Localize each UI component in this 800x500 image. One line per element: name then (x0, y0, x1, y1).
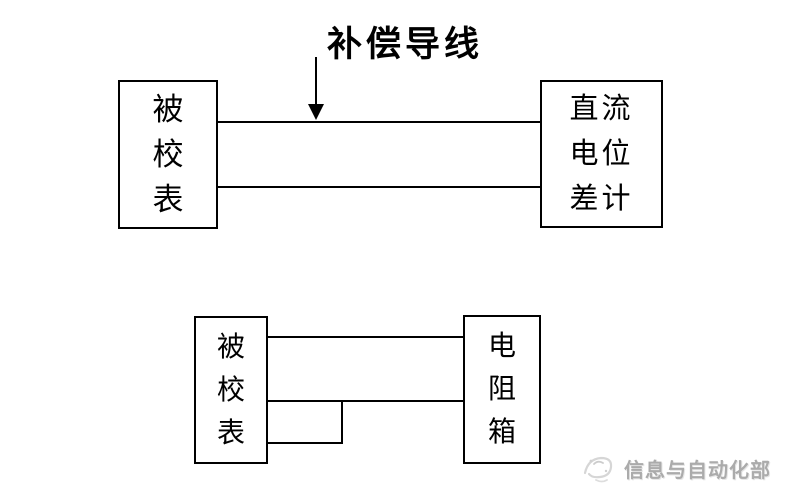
box-label-line: 校 (216, 374, 245, 406)
compensation-wire-label: 补偿导线 (327, 25, 484, 64)
wire-bottom-step-horizontal (266, 442, 343, 444)
box-label-line: 表 (152, 182, 184, 217)
wire-top-lower (216, 186, 542, 188)
resistance-box: 电 阻 箱 (463, 315, 541, 464)
box-label-line: 箱 (487, 417, 516, 448)
box-label-line: 表 (216, 417, 245, 449)
down-arrow-icon (308, 104, 324, 120)
box-label-line: 被 (152, 92, 184, 127)
box-label-line: 电位 (569, 137, 634, 170)
box-label-line: 被 (216, 331, 245, 363)
wire-top-upper (216, 121, 542, 123)
meter-under-test-box-bottom: 被 校 表 (194, 316, 268, 464)
box-label-line: 阻 (487, 374, 516, 405)
org-swirl-logo-icon (583, 456, 613, 483)
wire-bottom-middle (266, 400, 465, 402)
down-arrow-shaft (315, 57, 317, 107)
meter-under-test-box-top: 被 校 表 (118, 80, 218, 229)
wire-bottom-upper (266, 336, 465, 338)
box-label-line: 校 (152, 137, 184, 172)
box-label-line: 差计 (569, 182, 634, 215)
watermark: 信息与自动化部 (576, 446, 771, 490)
watermark-text: 信息与自动化部 (624, 459, 771, 482)
box-label-line: 电 (487, 331, 516, 362)
dc-potentiometer-box: 直流 电位 差计 (540, 80, 663, 228)
wire-bottom-step-vertical (341, 400, 343, 444)
box-label-line: 直流 (569, 92, 634, 125)
